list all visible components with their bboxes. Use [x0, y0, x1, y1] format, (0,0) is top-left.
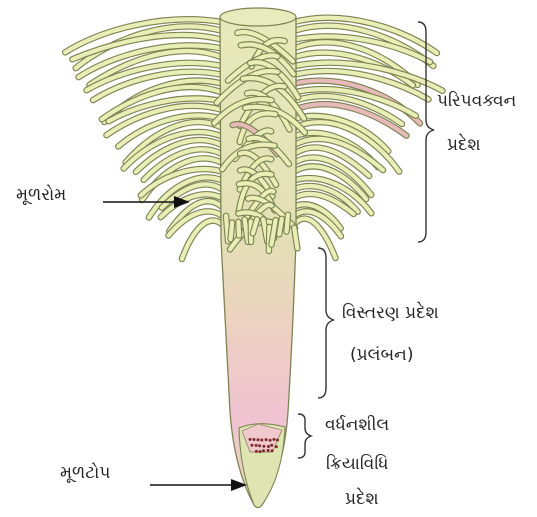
meristem-dot [272, 438, 275, 441]
meristem-dot [255, 450, 258, 453]
meristem-dot [252, 438, 255, 441]
meristem-label-line1: વર્ધનશીલ [325, 415, 389, 435]
meristem-dot [259, 450, 262, 453]
meristem-label-line3: પ્રદેશ [345, 487, 379, 509]
root-hair-fill [238, 222, 239, 236]
elongation-bracket [318, 248, 334, 398]
meristem-dot [262, 445, 265, 448]
meristem-dot [270, 444, 273, 447]
root-cap-label: મૂળટોપ [60, 462, 110, 483]
meristem-bracket [298, 414, 311, 458]
root-cap-arrow [150, 479, 247, 491]
meristem-dot [258, 444, 261, 447]
meristem-dot [256, 438, 259, 441]
elongation-label-line2: (પ્રલંબન) [350, 345, 413, 365]
root-hair-fill [287, 215, 288, 232]
elongation-label-line1: વિસ્તરણ પ્રદેશ [342, 301, 439, 323]
meristem-dot [276, 438, 279, 441]
root-hair-fill [279, 219, 282, 234]
meristem-dot [255, 444, 258, 447]
meristem-dot [267, 449, 270, 452]
meristem-dot [250, 444, 253, 447]
maturation-label-line1: પરિપવક્વન [437, 91, 516, 111]
root-hair-label: મૂળરોમ [16, 184, 66, 205]
meristem-dot [269, 439, 272, 442]
maturation-label-line2: પ્રદેશ [447, 133, 481, 155]
meristem-dot [271, 449, 274, 452]
meristem-dot [267, 445, 270, 448]
root-hair-fill [231, 223, 233, 240]
meristem-dot [275, 445, 278, 448]
meristem-dot [262, 449, 265, 452]
meristem-dot [249, 438, 252, 441]
meristem-dot [260, 439, 263, 442]
meristem-label-line2: ક્રિયાવિધિ [326, 454, 388, 474]
root-top-cut [220, 8, 296, 26]
meristem-dot [265, 438, 268, 441]
